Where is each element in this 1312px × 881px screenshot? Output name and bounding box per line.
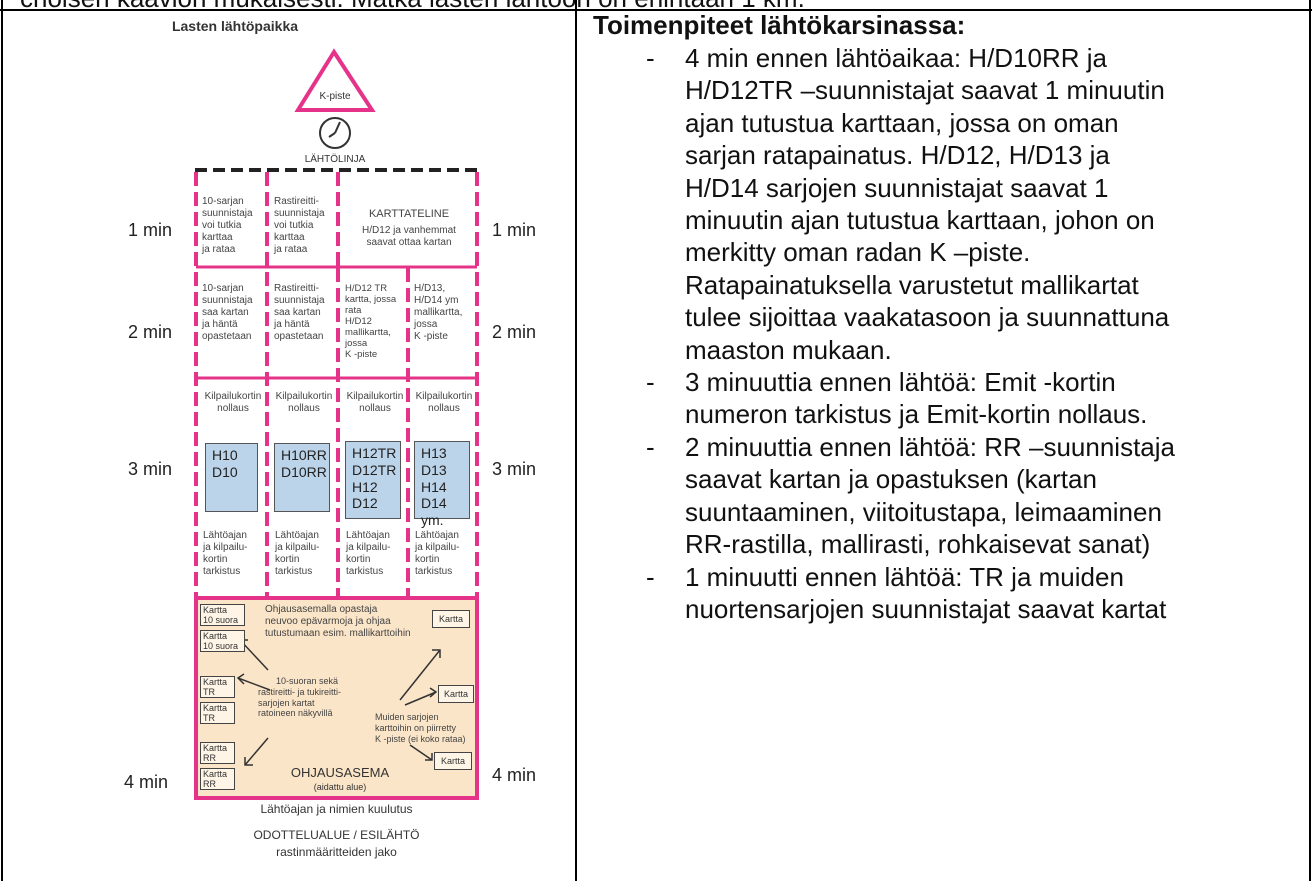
guidance-station-label: OHJAUSASEMA (290, 765, 390, 780)
map-box-right-1: Kartta (432, 610, 470, 628)
time-label-1-left: 1 min (128, 220, 173, 240)
bullet-dash: - (646, 561, 655, 592)
diagram-title: Lasten lähtöpaikka (171, 18, 299, 34)
map-box-right-3: Kartta (434, 752, 472, 770)
step-line: Ratapainatuksella varustetut mallikartat (685, 269, 1139, 300)
step-line: minuutin ajan tutustua karttaan, johon o… (685, 205, 1155, 236)
step-line: 1 minuutti ennen lähtöä: TR ja muiden (685, 561, 1124, 592)
step-line: 2 minuuttia ennen lähtöä: RR –suunnistaj… (685, 431, 1175, 462)
bullet-dash: - (646, 431, 655, 462)
table-right-border (1309, 0, 1311, 881)
time-label-2-left: 2 min (128, 322, 173, 342)
map-box-right-2: Kartta (438, 685, 474, 703)
clock-icon (319, 117, 351, 149)
time-label-3-left: 3 min (128, 459, 173, 479)
step-line: ajan tutustua karttaan, jossa on oman (685, 107, 1119, 138)
start-area-diagram: Lasten lähtöpaikka K-piste LÄHTÖLINJA (0, 0, 575, 881)
step-line: H/D14 sarjojen suunnistajat saavat 1 (685, 172, 1109, 203)
step-line: 4 min ennen lähtöaikaa: H/D10RR ja (685, 43, 1108, 73)
step-item: -2 minuuttia ennen lähtöä: RR –suunnista… (593, 431, 1303, 561)
section-title: Toimenpiteet lähtökarsinassa: (593, 10, 966, 40)
step-line: sarjan ratapainatus. H/D12, H/D13 ja (685, 140, 1110, 171)
time-label-4-right: 4 min (492, 765, 537, 785)
table-top-border (0, 9, 1312, 11)
guidance-station-sublabel: (aidattu alue) (313, 782, 367, 792)
step-line: maaston mukaan. (685, 334, 892, 365)
time-label-2-right: 2 min (492, 322, 537, 342)
step-line: tulee sijoittaa vaakatasoon ja suunnattu… (685, 302, 1170, 333)
time-label-1-right: 1 min (492, 220, 537, 240)
triangle-label: K-piste (319, 91, 351, 102)
step-line: merkitty oman radan K –piste. (685, 237, 1031, 268)
announcement-label: Lähtöajan ja nimien kuulutus (260, 802, 413, 816)
step-line: RR-rastilla, mallirasti, rohkaisevat san… (685, 529, 1151, 560)
bullet-dash: - (646, 367, 655, 398)
table-left-border (1, 0, 3, 881)
step-line: H/D12TR –suunnistajat saavat 1 minuutin (685, 75, 1165, 106)
waiting-area-sublabel: rastinmääritteiden jako (276, 845, 397, 859)
step-line: suuntaaminen, viitoitustapa, leimaaminen (685, 496, 1162, 527)
start-line-label: LÄHTÖLINJA (304, 154, 366, 165)
diagram-graphics (194, 48, 479, 800)
time-label-3-right: 3 min (492, 459, 537, 479)
step-line: 3 minuuttia ennen lähtöä: Emit -kortin (685, 367, 1116, 398)
step-line: saavat kartan ja opastuksen (kartan (685, 464, 1097, 495)
waiting-area-label: ODOTTELUALUE / ESILÄHTÖ (253, 828, 420, 842)
control-point-triangle (294, 48, 376, 112)
step-line: numeron tarkistus ja Emit-kortin nollaus… (685, 399, 1148, 430)
table-middle-border (575, 0, 577, 881)
time-label-4-left: 4 min (124, 772, 169, 792)
step-line: nuortensarjojen suunnistajat saavat kart… (685, 593, 1167, 624)
bullet-dash: - (646, 43, 655, 73)
